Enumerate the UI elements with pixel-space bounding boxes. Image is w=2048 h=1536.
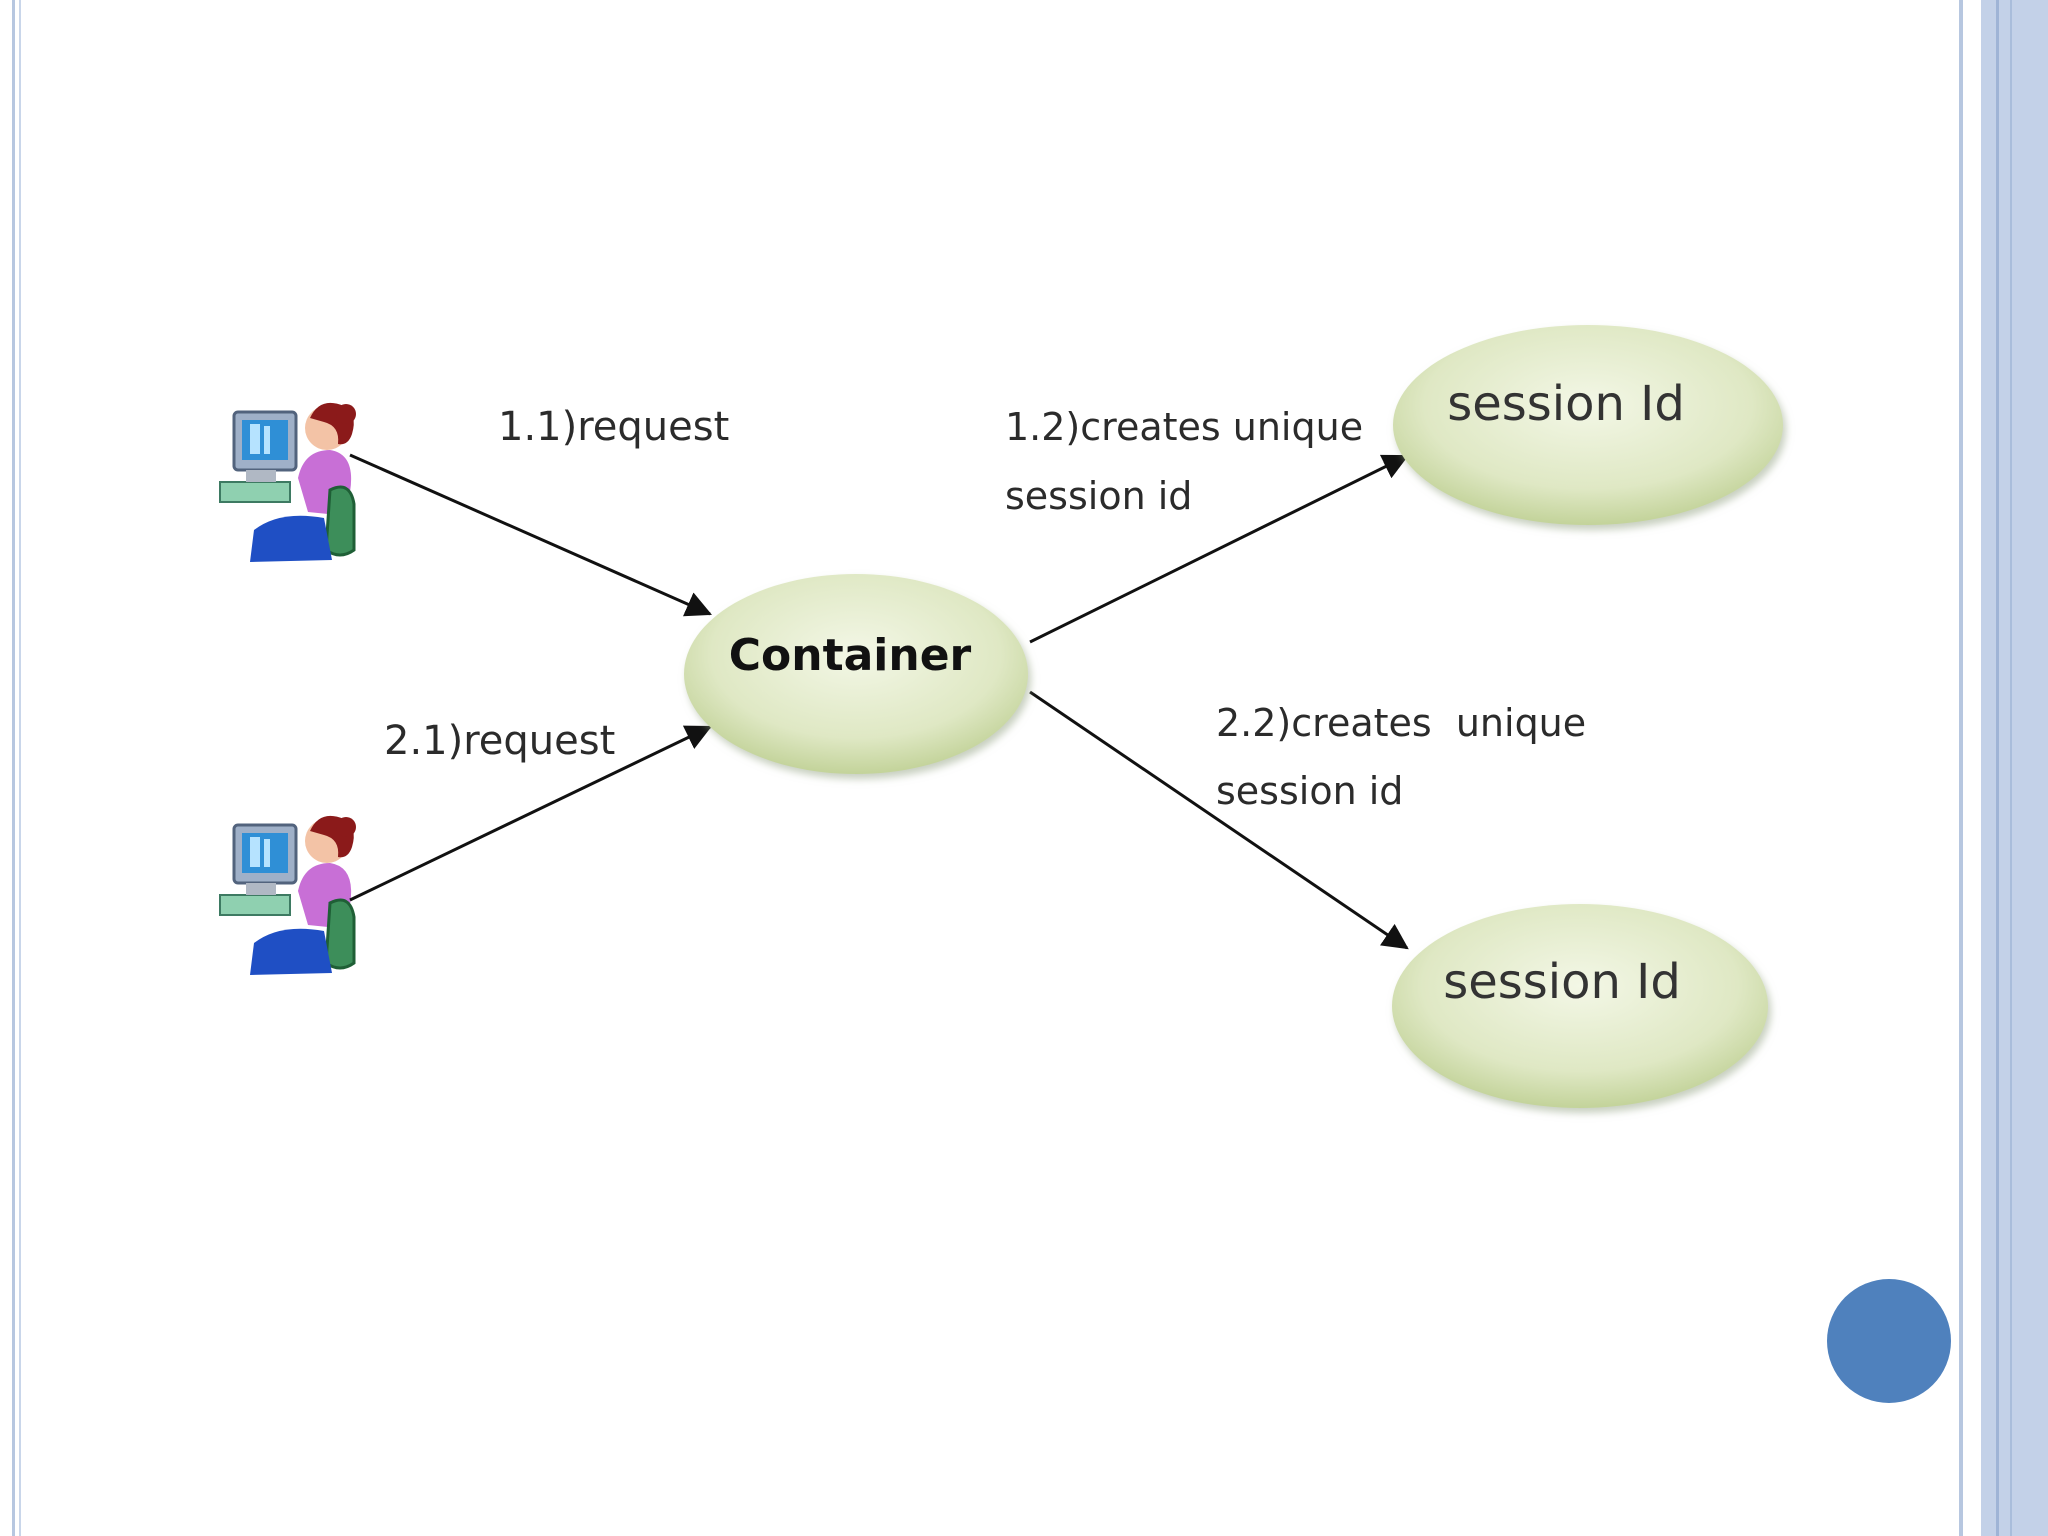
- arrow-container-to-session-top: [1029, 454, 1409, 644]
- arrow-container-to-session-bottom: [1029, 690, 1409, 950]
- left-border-line: [12, 0, 15, 1536]
- user-at-computer-icon: [219, 402, 356, 562]
- right-band-stripe-2: [2010, 0, 2012, 1536]
- session-bottom-label: session Id: [1443, 954, 1681, 1010]
- edge-label-2-1: 2.1)request: [384, 718, 615, 764]
- session-id-bottom-node: session Id: [1392, 904, 1768, 1108]
- edge-label-2-2-line2: session id: [1216, 769, 1403, 813]
- edge-label-1-2-line1: 1.2)creates unique: [1005, 405, 1363, 449]
- right-band-stripe: [1996, 0, 1999, 1536]
- arrow-user1-to-container: [349, 453, 712, 617]
- arrow-user2-to-container: [349, 725, 712, 902]
- edge-label-2-2-line1: 2.2)creates unique: [1216, 701, 1586, 745]
- right-border-band: [1981, 0, 2048, 1536]
- right-border-line: [1959, 0, 1963, 1536]
- container-node: Container: [684, 574, 1028, 774]
- edge-label-1-2-line2: session id: [1005, 474, 1192, 518]
- session-top-label: session Id: [1447, 376, 1685, 432]
- left-border-line-inner: [19, 0, 21, 1536]
- user-at-computer-icon: [219, 815, 356, 975]
- session-id-top-node: session Id: [1393, 325, 1783, 525]
- edge-label-1-1: 1.1)request: [498, 404, 729, 450]
- container-label: Container: [729, 630, 972, 681]
- slide-nav-circle-button[interactable]: [1827, 1279, 1951, 1403]
